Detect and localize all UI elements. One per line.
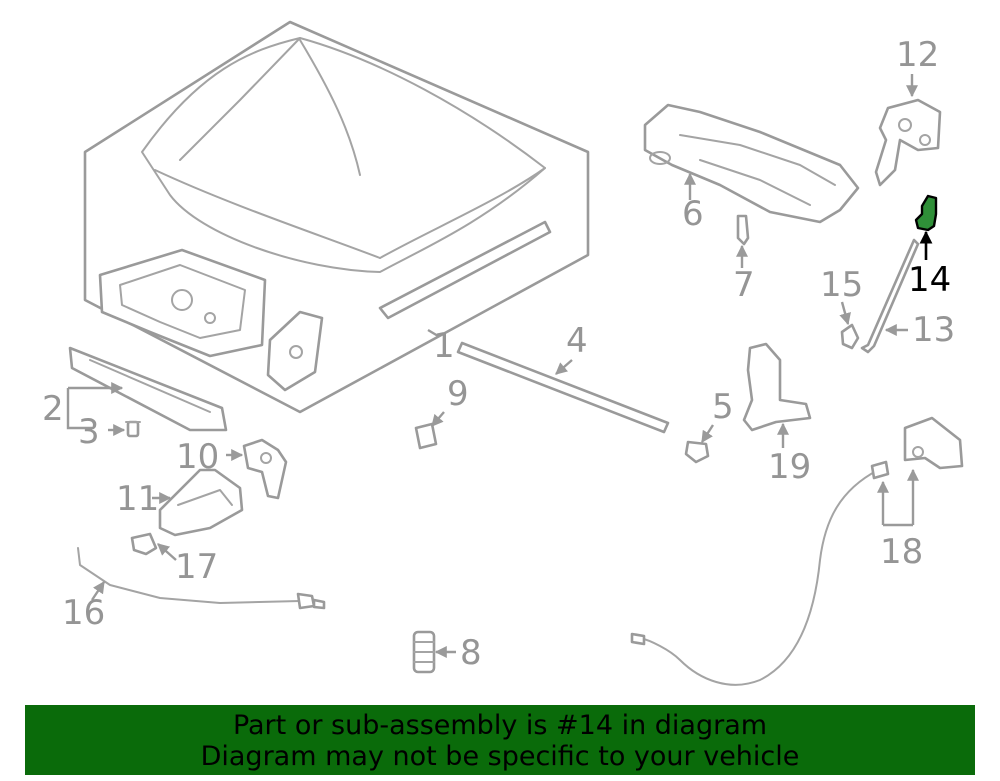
callout-13: 13 [912, 310, 955, 350]
callout-4: 4 [566, 321, 588, 361]
release-cable-part [77, 547, 326, 610]
cushion-part [414, 422, 438, 450]
callout-9: 9 [447, 374, 469, 414]
hinge-part [874, 98, 942, 187]
banner-line-disclaimer: Diagram may not be specific to your vehi… [200, 741, 800, 772]
hood-panel [83, 20, 590, 414]
callout-14: 14 [908, 260, 951, 300]
clip-screw-part [736, 214, 750, 246]
callout-3: 3 [78, 412, 100, 452]
banner-line-part: Part or sub-assembly is #14 in diagram [232, 710, 768, 741]
callout-15: 15 [820, 265, 863, 305]
fastener-part [130, 532, 158, 556]
callout-1: 1 [433, 326, 455, 366]
front-rail-part [68, 346, 228, 432]
latch-support-part [158, 468, 244, 537]
leader-lines [66, 74, 933, 658]
info-banner: Part or sub-assembly is #14 in diagram D… [25, 705, 975, 775]
callout-16: 16 [62, 593, 105, 633]
weatherstrip-part [456, 341, 670, 434]
callout-6: 6 [682, 194, 704, 234]
prop-rod-part [860, 238, 920, 354]
bumper-stop-part [412, 630, 436, 674]
callout-19: 19 [768, 447, 811, 487]
callout-5: 5 [712, 387, 734, 427]
release-handle-part [630, 416, 964, 686]
rod-clip-part-highlighted [914, 194, 938, 232]
callout-2: 2 [42, 389, 64, 429]
hinge-bracket-part [742, 342, 812, 432]
callout-8: 8 [460, 633, 482, 673]
callout-11: 11 [116, 479, 159, 519]
callout-7: 7 [733, 265, 755, 305]
callout-17: 17 [175, 547, 218, 587]
callout-10: 10 [176, 437, 219, 477]
insulator-part [643, 103, 860, 224]
latch-part [242, 438, 288, 500]
bolt-part [125, 420, 141, 438]
clip-part [684, 440, 710, 464]
grommet-part [840, 323, 860, 350]
callout-18: 18 [880, 532, 923, 572]
callout-12: 12 [896, 35, 939, 75]
